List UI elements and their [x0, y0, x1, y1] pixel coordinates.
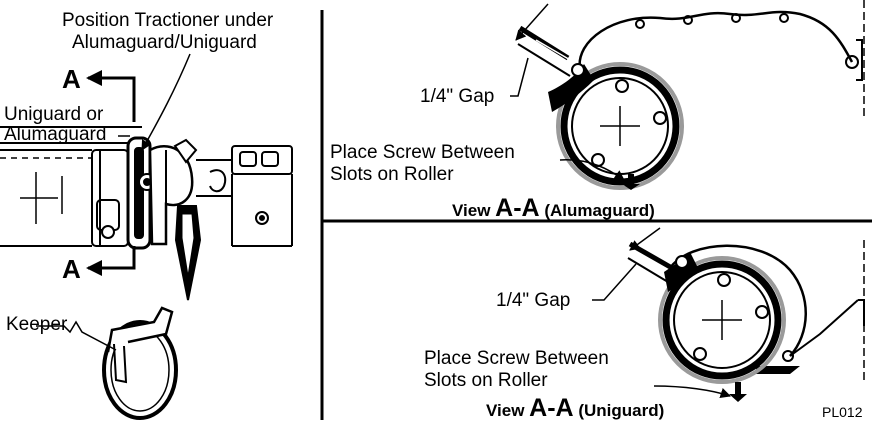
view-title-uniguard: View A-A (Uniguard) [486, 394, 664, 423]
screw-note-uniguard-line2: Slots on Roller [424, 370, 548, 391]
position-tractioner-label-line2: Alumaguard/Uniguard [72, 32, 257, 53]
screw-note-alumaguard-line2: Slots on Roller [330, 164, 454, 185]
view-title-alumaguard-suffix: (Alumaguard) [539, 201, 655, 220]
view-title-alumaguard-prefix: View [452, 201, 496, 220]
uniguard-or-label-line2: Alumaguard [4, 124, 107, 145]
side-view-assembly [0, 126, 293, 301]
keeper-label: Keeper [6, 314, 68, 335]
screw-note-alumaguard-line1: Place Screw Between [330, 142, 515, 163]
section-cut-marker [86, 70, 136, 276]
figure-code: PL012 [822, 404, 863, 420]
view-title-uniguard-prefix: View [486, 401, 530, 420]
section-marker-a-bottom: A [62, 254, 81, 284]
uniguard-section-view [592, 227, 865, 402]
view-title-uniguard-suffix: (Uniguard) [573, 401, 665, 420]
alumaguard-section-view [510, 0, 865, 190]
position-tractioner-label-line1: Position Tractioner under [62, 10, 274, 31]
view-title-alumaguard: View A-A (Alumaguard) [452, 194, 655, 223]
gap-label-uniguard: 1/4" Gap [496, 290, 571, 311]
gap-label-alumaguard: 1/4" Gap [420, 86, 495, 107]
left-leaders [118, 53, 191, 151]
uniguard-or-label-line1: Uniguard or [4, 104, 104, 125]
section-marker-a-top: A [62, 64, 81, 94]
panel-dividers [320, 10, 872, 420]
view-title-alumaguard-section: A-A [495, 194, 540, 222]
screw-note-uniguard-line1: Place Screw Between [424, 348, 609, 369]
view-title-uniguard-section: A-A [529, 394, 574, 422]
keeper-clip-illustration [36, 306, 178, 420]
